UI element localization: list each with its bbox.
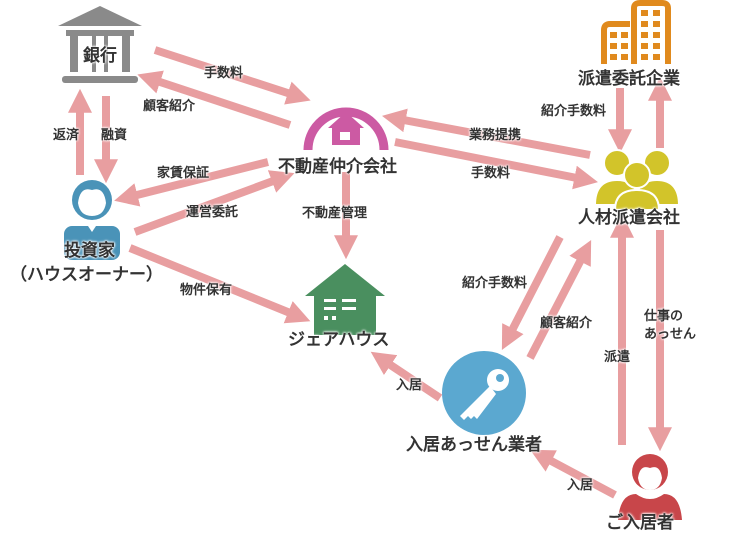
arrow-bank-to-realestate [153,46,311,105]
arrow-realestate-to-investor [114,158,269,207]
node-label-realestate: 不動産仲介会社 [278,157,397,177]
house-circle-icon [303,107,389,151]
edge-label-intro-fee-agent: 紹介手数料 [462,276,528,291]
edge-label-client-referral: 顧客紹介 [540,316,593,331]
group-icon [593,149,681,211]
node-label-agent: 入居あっせん業者 [406,435,542,455]
arrow-staffing-to-realestate [381,108,591,159]
edge-label-management: 不動産管理 [302,206,368,221]
bank-icon [58,6,142,83]
key-icon [442,351,526,435]
node-label-staffing: 人材派遣会社 [578,208,680,228]
edge-label-repay: 返済 [53,128,80,143]
building-icon [601,0,671,64]
edge-label-partnership: 業務提携 [469,128,522,143]
arrow-resident-to-agent [530,449,617,499]
edge-label-intro-fee-top: 紹介手数料 [541,104,607,119]
node-label-bank: 銀行 [83,46,117,66]
edge-label-dispatch: 派遣 [604,350,631,365]
arrow-investor-to-sharehouse [128,244,311,324]
edge-label-property: 物件保有 [180,283,233,298]
person-icon [64,180,120,260]
node-sublabel-investor: （ハウスオーナー） [10,265,163,285]
arrow-agent-to-sharehouse [370,351,443,402]
edge-label-operation: 運営委託 [186,205,239,220]
edge-label-move-in-agent: 入居 [396,378,423,393]
node-label-sharehouse: ジェアハウス [288,330,390,350]
arrow-staffing-to-agent [501,235,564,350]
arrow-investor-to-realestate [133,170,295,236]
person-icon [618,454,682,520]
arrows [68,46,672,499]
edge-label-staff-fee: 手数料 [471,166,511,181]
arrow-realestate-to-staffing [394,138,598,190]
edge-label-job-mediation: 仕事の あっせん [644,309,697,342]
edge-label-bank-referral: 顧客紹介 [143,99,196,114]
node-label-resident: ご入居者 [606,513,674,533]
edge-label-move-in-resident: 入居 [567,478,594,493]
arrow-agent-to-staffing [526,240,592,360]
arrow-realestate-to-bank [137,70,292,129]
edge-label-loan: 融資 [101,128,128,143]
node-label-dispatch-client: 派遣委託企業 [578,69,680,89]
edge-label-bank-fee: 手数料 [204,66,244,81]
house-icon [305,264,385,335]
edge-label-rent-guarantee: 家賃保証 [157,166,210,181]
node-label-investor: 投資家 [64,241,115,261]
